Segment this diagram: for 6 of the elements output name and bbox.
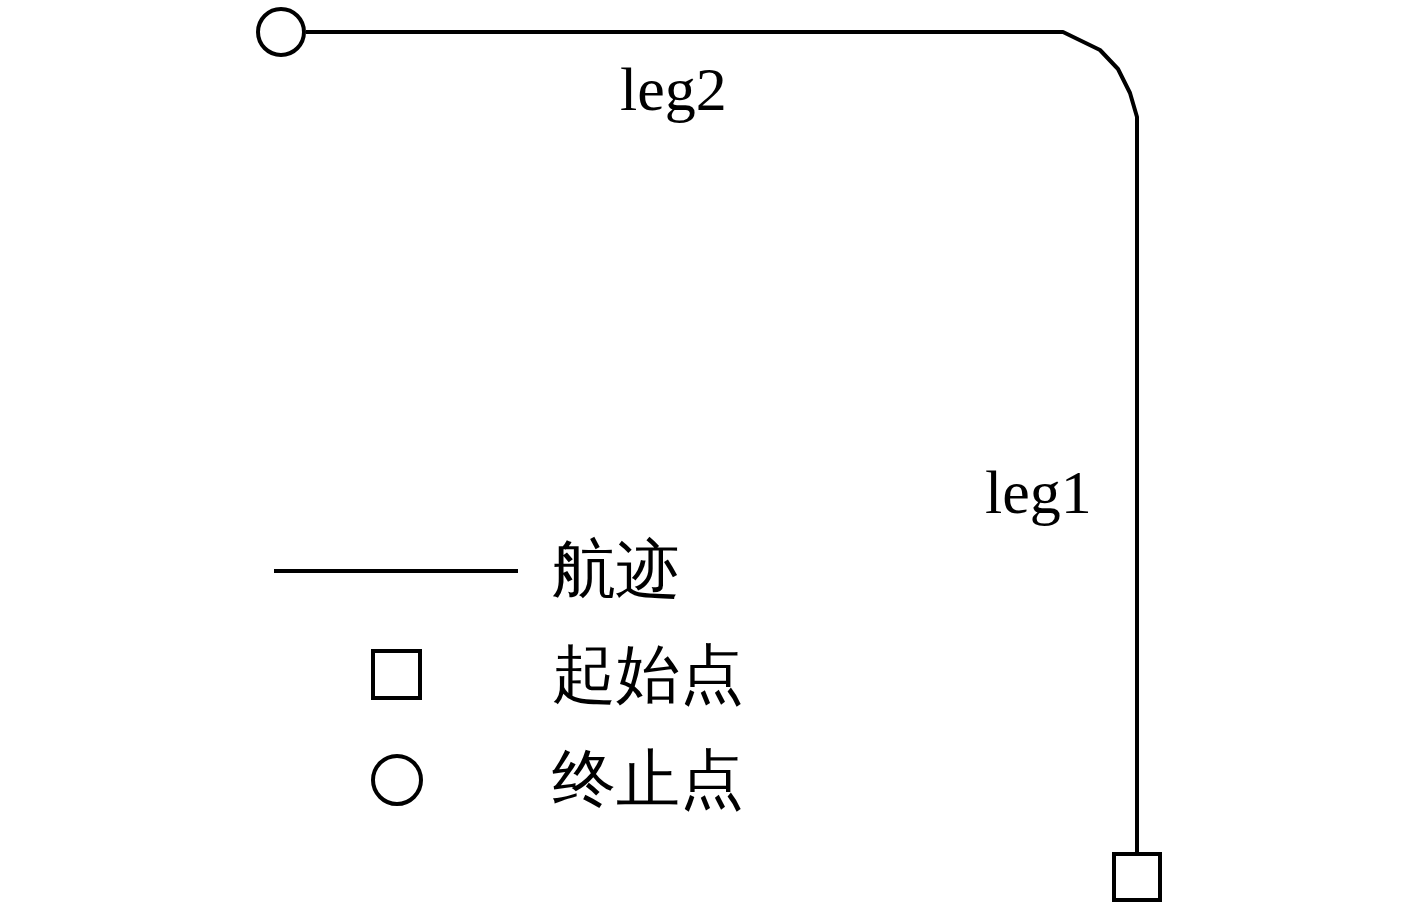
legend-label: 终止点 [552,748,744,812]
track-line [306,30,1139,852]
legend-label: 起始点 [552,643,744,707]
circle-marker [256,7,306,57]
legend-label: 航迹 [552,538,680,602]
square-marker [1112,852,1162,902]
